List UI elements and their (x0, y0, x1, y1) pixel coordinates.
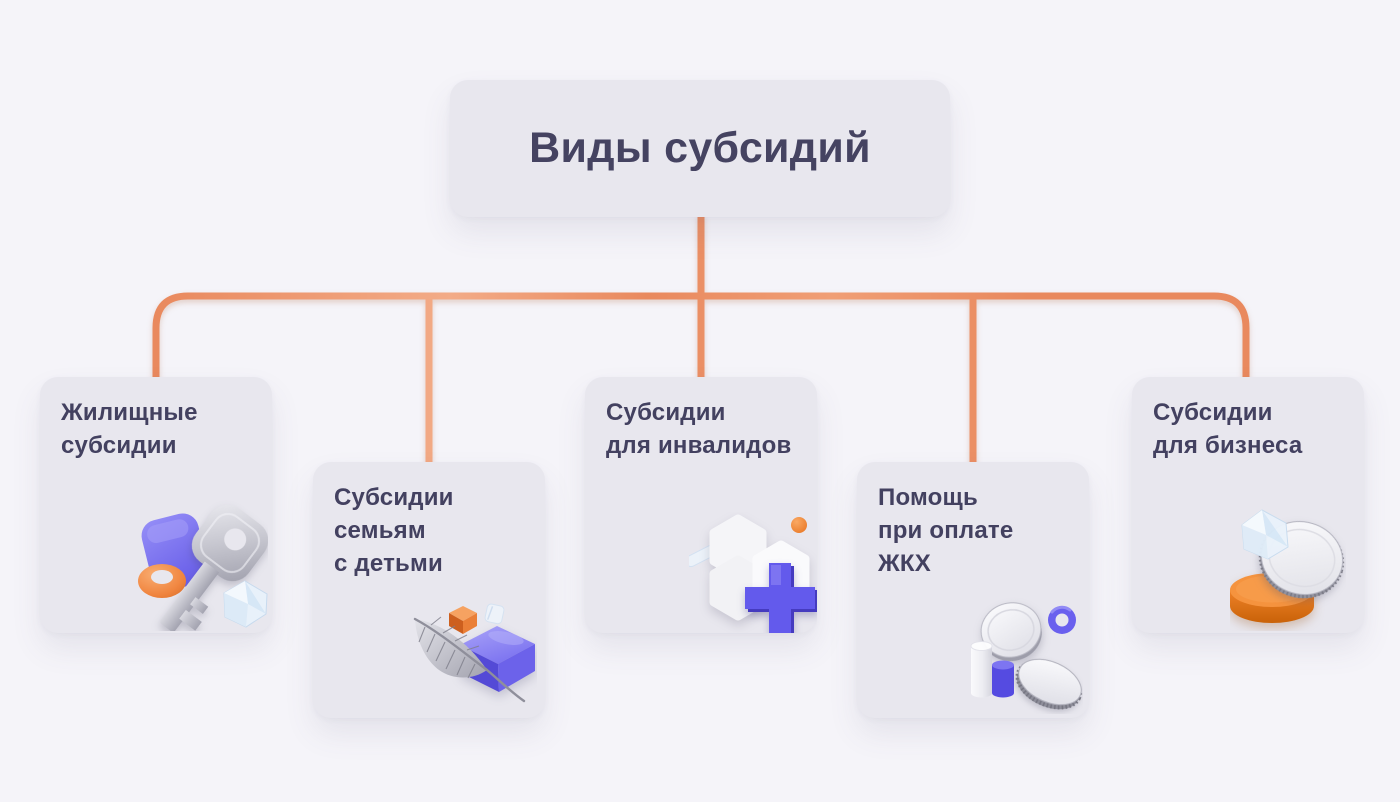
root-node-card: Виды субсидий (450, 80, 950, 217)
label-line: с детьми (334, 550, 443, 577)
label-line: для инвалидов (606, 432, 792, 459)
label-line: субсидии (61, 432, 177, 459)
label-line: Субсидии (1153, 399, 1273, 426)
node-label-family: Субсидии семьям с детьми (334, 481, 524, 580)
node-card-family-subsidies: Субсидии семьям с детьми (313, 462, 545, 718)
node-label-disabled: Субсидии для инвалидов (606, 396, 796, 462)
node-label-utilities: Помощь при оплате ЖКХ (878, 481, 1068, 580)
coins-cylinders-ring-icon (970, 602, 1083, 710)
hexagons-medical-plus-icon (689, 514, 817, 633)
feather-and-cubes-icon (413, 603, 535, 703)
key-with-tag-ring-crystal-icon (138, 504, 268, 631)
label-line: для бизнеса (1153, 432, 1303, 459)
node-card-disabled-subsidies: Субсидии для инвалидов (585, 377, 817, 633)
node-label-business: Субсидии для бизнеса (1153, 396, 1343, 462)
label-line: Жилищные (61, 399, 198, 426)
label-line: Субсидии (334, 484, 454, 511)
connector-main-rail (152, 292, 1250, 378)
label-line: ЖКХ (878, 550, 931, 577)
label-line: Субсидии (606, 399, 726, 426)
node-card-housing-subsidies: Жилищные субсидии (40, 377, 272, 633)
coin-crystal-puck-icon (1230, 509, 1345, 623)
diagram-title: Виды субсидий (529, 124, 871, 172)
label-line: семьям (334, 517, 426, 544)
label-line: при оплате (878, 517, 1014, 544)
label-line: Помощь (878, 484, 978, 511)
node-card-utility-payment-help: Помощь при оплате ЖКХ (857, 462, 1089, 718)
node-card-business-subsidies: Субсидии для бизнеса (1132, 377, 1364, 633)
node-label-housing: Жилищные субсидии (61, 396, 251, 462)
